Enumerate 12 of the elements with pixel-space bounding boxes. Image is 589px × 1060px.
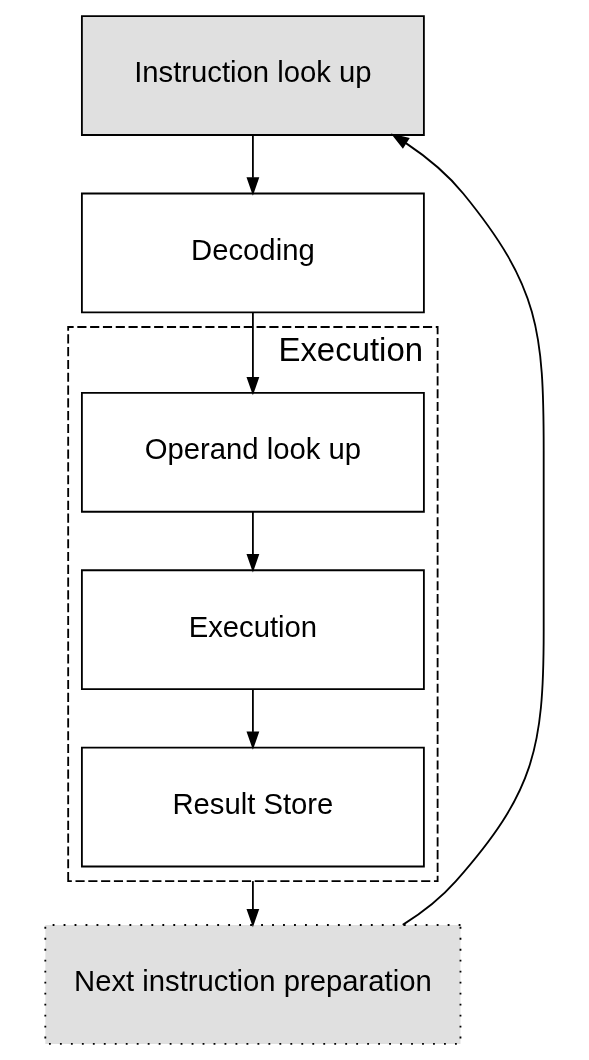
node-box: Instruction look up bbox=[80, 15, 425, 136]
arrow bbox=[246, 511, 260, 573]
arrow bbox=[246, 880, 260, 928]
node-box: Execution bbox=[80, 569, 425, 691]
arrow bbox=[390, 133, 545, 926]
arrow bbox=[246, 311, 260, 396]
node-box: Operand look up bbox=[80, 391, 425, 513]
node-box: Next instruction preparation bbox=[44, 924, 462, 1045]
arrow bbox=[246, 688, 260, 750]
arrow bbox=[246, 134, 260, 196]
node-box: Result Store bbox=[80, 746, 425, 868]
node-box: Decoding bbox=[80, 192, 425, 314]
